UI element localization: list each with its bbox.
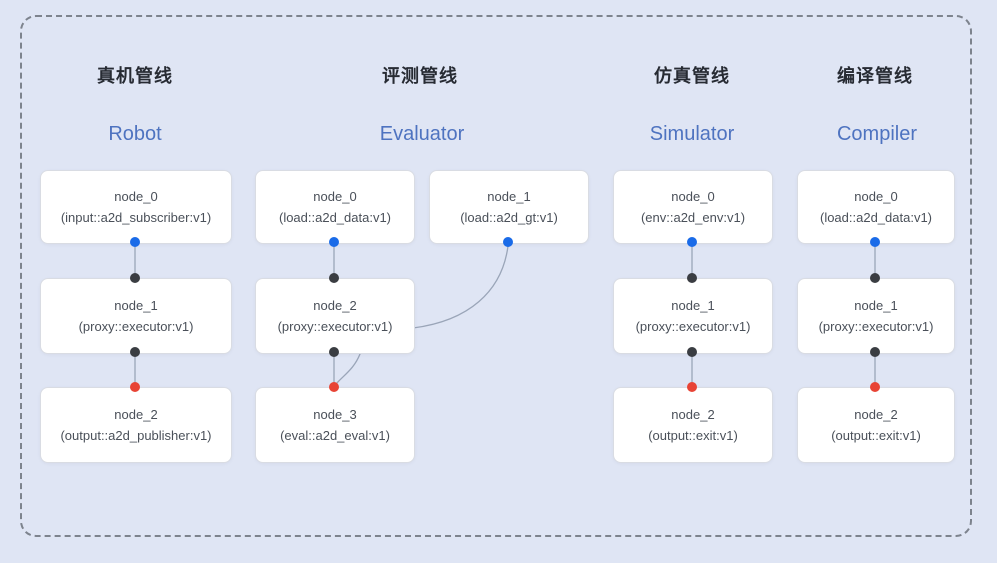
node-compiler-2: node_2 (output::exit:v1) <box>797 387 955 463</box>
node-compiler-0: node_0 (load::a2d_data:v1) <box>797 170 955 244</box>
port-input-dot <box>130 273 140 283</box>
node-name: node_2 <box>671 407 715 422</box>
port-input-dot <box>130 382 140 392</box>
port-output-dot <box>870 237 880 247</box>
pipeline-title-zh-robot: 真机管线 <box>97 66 173 86</box>
node-name: node_2 <box>313 298 357 313</box>
port-output-dot <box>687 237 697 247</box>
node-type: (proxy::executor:v1) <box>78 319 194 334</box>
node-evaluator-3: node_3 (eval::a2d_eval:v1) <box>255 387 415 463</box>
node-name: node_1 <box>671 298 715 313</box>
node-name: node_2 <box>854 407 898 422</box>
node-type: (proxy::executor:v1) <box>635 319 751 334</box>
port-output-dot <box>130 347 140 357</box>
node-evaluator-0: node_0 (load::a2d_data:v1) <box>255 170 415 244</box>
port-output-dot <box>329 237 339 247</box>
pipeline-title-en-simulator: Simulator <box>649 123 735 145</box>
port-output-dot <box>870 347 880 357</box>
node-type: (output::exit:v1) <box>648 428 738 443</box>
port-input-dot <box>687 382 697 392</box>
node-type: (output::exit:v1) <box>831 428 921 443</box>
node-type: (load::a2d_data:v1) <box>819 210 933 225</box>
port-output-dot <box>503 237 513 247</box>
node-evaluator-2: node_2 (proxy::executor:v1) <box>255 278 415 354</box>
node-name: node_0 <box>114 189 158 204</box>
pipeline-title-en-robot: Robot <box>108 123 162 145</box>
node-name: node_1 <box>487 189 531 204</box>
node-name: node_1 <box>854 298 898 313</box>
node-type: (input::a2d_subscriber:v1) <box>60 210 212 225</box>
node-compiler-1: node_1 (proxy::executor:v1) <box>797 278 955 354</box>
pipeline-title-zh-simulator: 仿真管线 <box>654 66 730 86</box>
node-type: (eval::a2d_eval:v1) <box>280 428 390 443</box>
port-input-dot <box>870 382 880 392</box>
node-simulator-0: node_0 (env::a2d_env:v1) <box>613 170 773 244</box>
pipeline-title-en-compiler: Compiler <box>836 123 918 145</box>
node-robot-2: node_2 (output::a2d_publisher:v1) <box>40 387 232 463</box>
port-input-dot <box>687 273 697 283</box>
node-name: node_0 <box>671 189 715 204</box>
port-input-dot <box>870 273 880 283</box>
node-simulator-2: node_2 (output::exit:v1) <box>613 387 773 463</box>
node-name: node_1 <box>114 298 158 313</box>
node-type: (env::a2d_env:v1) <box>640 210 746 225</box>
node-evaluator-1: node_1 (load::a2d_gt:v1) <box>429 170 589 244</box>
node-name: node_2 <box>114 407 158 422</box>
node-name: node_3 <box>313 407 357 422</box>
pipeline-title-zh-evaluator: 评测管线 <box>382 66 458 86</box>
pipeline-title-en-evaluator: Evaluator <box>379 123 465 145</box>
port-output-dot <box>329 347 339 357</box>
node-type: (load::a2d_gt:v1) <box>460 210 558 225</box>
node-name: node_0 <box>854 189 898 204</box>
port-output-dot <box>130 237 140 247</box>
node-name: node_0 <box>313 189 357 204</box>
port-input-dot <box>329 382 339 392</box>
node-type: (load::a2d_data:v1) <box>278 210 392 225</box>
port-output-dot <box>687 347 697 357</box>
node-type: (proxy::executor:v1) <box>277 319 393 334</box>
node-robot-1: node_1 (proxy::executor:v1) <box>40 278 232 354</box>
node-type: (output::a2d_publisher:v1) <box>60 428 212 443</box>
node-simulator-1: node_1 (proxy::executor:v1) <box>613 278 773 354</box>
node-robot-0: node_0 (input::a2d_subscriber:v1) <box>40 170 232 244</box>
pipeline-title-zh-compiler: 编译管线 <box>837 66 913 86</box>
node-type: (proxy::executor:v1) <box>818 319 934 334</box>
port-input-dot <box>329 273 339 283</box>
